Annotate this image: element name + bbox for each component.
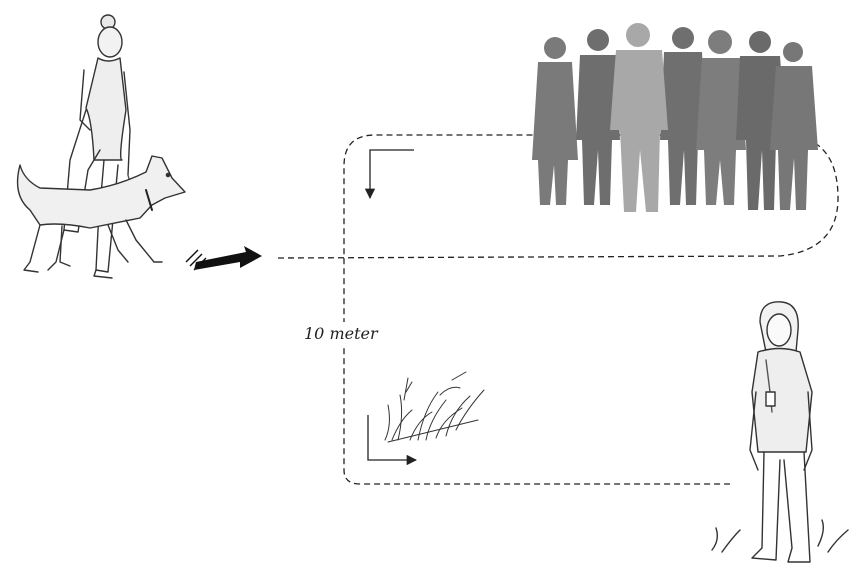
direction-arrow-bottom (367, 415, 418, 466)
walking-path (277, 134, 839, 485)
motion-arrow-icon (185, 246, 262, 271)
walker-with-dog-icon (16, 14, 186, 279)
grass-icon (384, 371, 485, 443)
direction-arrow-top (364, 149, 414, 200)
crowd-icon (532, 23, 818, 212)
person-waiting-icon (711, 301, 849, 563)
distance-label: 10 meter (300, 322, 382, 345)
